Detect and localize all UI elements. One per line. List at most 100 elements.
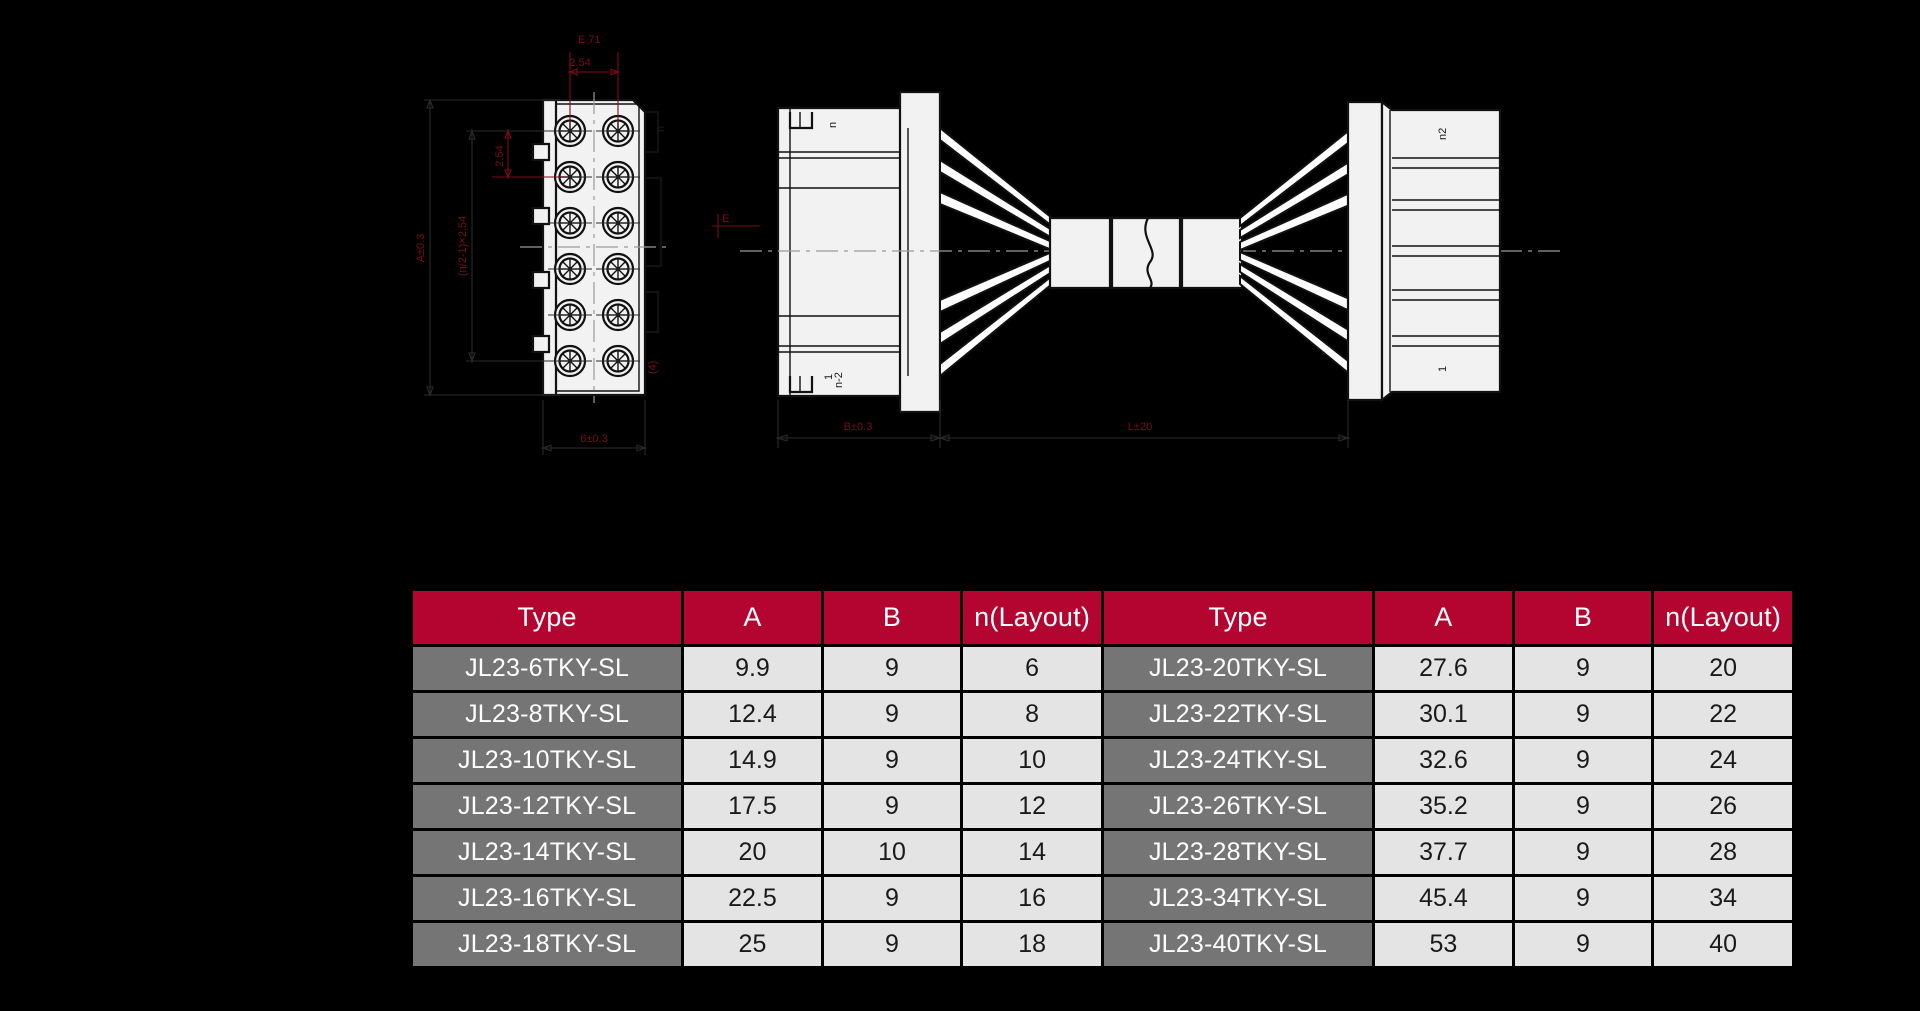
cell-b: 9 [823, 647, 961, 690]
pin-contact [596, 160, 640, 194]
dim-label-center-mark: E [722, 213, 729, 225]
cable-bundle [939, 125, 1353, 379]
pin-label-left-top: n [655, 126, 667, 132]
cell-n-layout: 28 [1654, 831, 1792, 874]
cell-type: JL23-12TKY-SL [413, 785, 682, 828]
specification-table: Type A B n(Layout) Type A B n(Layout) JL… [410, 588, 1795, 969]
cell-n-layout: 18 [963, 923, 1101, 966]
pin-label-right-top: n2 [1437, 128, 1449, 140]
right-body [1380, 99, 1502, 403]
cell-a: 22.5 [684, 877, 821, 920]
cell-type: JL23-18TKY-SL [413, 923, 682, 966]
dim-label-pitch-horizontal: 2.54 [569, 57, 590, 69]
pin-label-left-bottom: (4) [647, 361, 659, 374]
dim-label-cable-length: L±20 [1128, 421, 1152, 433]
dim-label-top-note: E 71 [578, 34, 601, 46]
pin-contact [548, 252, 592, 286]
pin-contact [596, 344, 640, 378]
col-header-n-layout-right: n(Layout) [1654, 591, 1792, 644]
cell-b: 9 [823, 877, 961, 920]
cell-b: 9 [1514, 785, 1652, 828]
dim-label-pitch-vertical: 2.54 [494, 145, 506, 166]
cell-n-layout: 22 [1654, 693, 1792, 736]
dim-label-height-chain: (n/2-1)×2.54 [457, 216, 469, 276]
break-symbol [1144, 217, 1154, 289]
cell-a: 17.5 [684, 785, 821, 828]
cell-n-layout: 10 [963, 739, 1101, 782]
col-header-a-right: A [1375, 591, 1512, 644]
pin-grid [548, 114, 640, 378]
cell-n-layout: 12 [963, 785, 1101, 828]
cell-a: 35.2 [1375, 785, 1512, 828]
cell-n-layout: 16 [963, 877, 1101, 920]
cell-b: 9 [823, 785, 961, 828]
cable-sleeve-right [1180, 216, 1244, 290]
middle-housing [776, 106, 914, 398]
dim-label-depth-middle: B±0.3 [844, 421, 873, 433]
cable-sleeve-left [1048, 216, 1112, 290]
cell-type: JL23-40TKY-SL [1103, 923, 1373, 966]
pin-label-right-bottom: 1 [1437, 366, 1449, 372]
col-header-n-layout-left: n(Layout) [963, 591, 1101, 644]
pin-contact [548, 206, 592, 240]
pin-label-middle-bottom-b: 1 [823, 374, 835, 380]
cell-n-layout: 34 [1654, 877, 1792, 920]
cell-type: JL23-10TKY-SL [413, 739, 682, 782]
cell-type: JL23-28TKY-SL [1103, 831, 1373, 874]
middle-front-collar [898, 90, 942, 414]
dim-label-overall-height: A±0.3 [415, 234, 427, 263]
spec-table-container: Type A B n(Layout) Type A B n(Layout) JL… [410, 588, 1795, 969]
cell-type: JL23-22TKY-SL [1103, 693, 1373, 736]
pin-contact [548, 298, 592, 332]
pin-contact [596, 298, 640, 332]
cable-break-section [1110, 216, 1182, 290]
middle-connector-view: n n-2 1 E B±0.3 [712, 90, 1560, 448]
pin-contact [596, 252, 640, 286]
cell-a: 25 [684, 923, 821, 966]
cell-n-layout: 26 [1654, 785, 1792, 828]
col-header-a-left: A [684, 591, 821, 644]
left-face-view: E 71 2.54 2.54 [415, 34, 672, 455]
table-header: Type A B n(Layout) Type A B n(Layout) [413, 591, 1792, 644]
cell-b: 9 [1514, 831, 1652, 874]
pin-contact [596, 206, 640, 240]
col-header-b-right: B [1514, 591, 1652, 644]
cell-b: 9 [1514, 693, 1652, 736]
cell-a: 32.6 [1375, 739, 1512, 782]
cell-a: 9.9 [684, 647, 821, 690]
cell-n-layout: 40 [1654, 923, 1792, 966]
cell-b: 9 [1514, 877, 1652, 920]
right-connector-view: n2 1 L±20 [938, 99, 1502, 448]
cell-b: 9 [823, 693, 961, 736]
cell-a: 37.7 [1375, 831, 1512, 874]
header-row: Type A B n(Layout) Type A B n(Layout) [413, 591, 1792, 644]
cell-type: JL23-14TKY-SL [413, 831, 682, 874]
pin-label-middle-top: n [827, 122, 839, 128]
cell-n-layout: 6 [963, 647, 1101, 690]
cell-b: 9 [823, 739, 961, 782]
cell-n-layout: 20 [1654, 647, 1792, 690]
cell-b: 9 [1514, 647, 1652, 690]
cell-a: 27.6 [1375, 647, 1512, 690]
dim-label-depth-left: 6±0.3 [580, 433, 607, 445]
cell-b: 9 [1514, 923, 1652, 966]
cell-type: JL23-16TKY-SL [413, 877, 682, 920]
cell-a: 53 [1375, 923, 1512, 966]
cell-type: JL23-24TKY-SL [1103, 739, 1373, 782]
pin-label-middle-bottom-a: n-2 [833, 372, 845, 388]
cell-b: 10 [823, 831, 961, 874]
cell-n-layout: 8 [963, 693, 1101, 736]
col-header-type-left: Type [413, 591, 682, 644]
col-header-b-left: B [823, 591, 961, 644]
cell-b: 9 [823, 923, 961, 966]
cell-type: JL23-34TKY-SL [1103, 877, 1373, 920]
